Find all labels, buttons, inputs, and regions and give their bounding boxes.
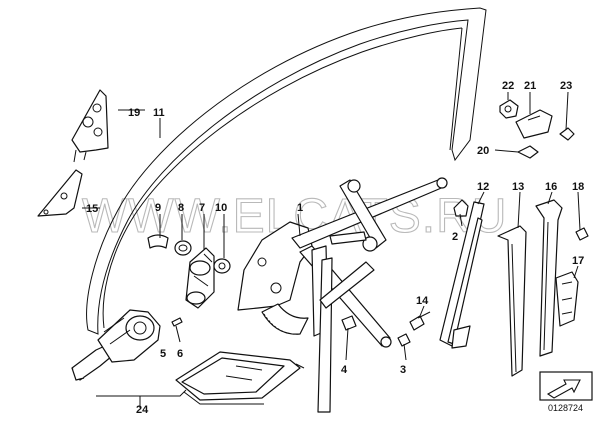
window-motor xyxy=(71,309,161,381)
callout-13: 13 xyxy=(512,181,524,193)
callout-4: 4 xyxy=(341,364,348,376)
orientation-box xyxy=(539,371,593,401)
lock-bracket-17 xyxy=(555,271,579,327)
callout-7: 7 xyxy=(199,202,205,214)
leader-lines xyxy=(82,91,581,408)
callout-11: 11 xyxy=(153,107,165,119)
cable-drive-part-7 xyxy=(185,247,215,309)
window-regulator xyxy=(237,177,448,413)
callout-5: 5 xyxy=(160,348,166,360)
callout-10: 10 xyxy=(215,202,227,214)
clip-part-2 xyxy=(453,199,469,217)
control-module xyxy=(175,351,305,405)
callout-12: 12 xyxy=(477,181,489,193)
bolt-part-3 xyxy=(397,333,411,347)
clip-part-9 xyxy=(147,234,169,249)
bushing-part-10 xyxy=(213,258,231,274)
callouts: 1 2 3 4 5 6 7 8 9 10 11 12 13 14 15 16 1… xyxy=(86,80,584,416)
clip-part-20 xyxy=(517,145,539,159)
roller-part-8 xyxy=(174,240,192,256)
callout-18: 18 xyxy=(572,181,584,193)
window-frame-seal xyxy=(86,7,487,335)
screw-part-6 xyxy=(171,317,183,327)
callout-22: 22 xyxy=(502,80,514,92)
guide-rail-12 xyxy=(439,201,485,349)
callout-2: 2 xyxy=(452,231,458,243)
bracket-part-21 xyxy=(515,109,553,139)
callout-21: 21 xyxy=(524,80,536,92)
guide-rail-13 xyxy=(497,225,527,377)
screw-part-18 xyxy=(575,227,589,241)
callout-16: 16 xyxy=(545,181,557,193)
callout-9: 9 xyxy=(155,202,161,214)
callout-17: 17 xyxy=(572,255,584,267)
nut-part-22 xyxy=(499,99,519,119)
corner-trim-triangle xyxy=(37,169,83,217)
diagram-code: 0128724 xyxy=(548,403,583,413)
guide-rail-16 xyxy=(535,199,563,357)
callout-19: 19 xyxy=(128,107,140,119)
callout-20: 20 xyxy=(477,145,489,157)
callout-3: 3 xyxy=(400,364,406,376)
callout-1: 1 xyxy=(297,202,303,214)
screw-part-23 xyxy=(559,127,575,141)
callout-14: 14 xyxy=(416,295,429,307)
bolt-part-14 xyxy=(409,311,431,331)
bracket-part-4 xyxy=(341,315,357,331)
callout-8: 8 xyxy=(178,202,184,214)
arrow-icon xyxy=(546,379,581,399)
callout-15: 15 xyxy=(86,203,98,215)
mirror-triangle-upper xyxy=(71,89,109,163)
callout-24: 24 xyxy=(136,404,149,416)
callout-23: 23 xyxy=(560,80,572,92)
callout-6: 6 xyxy=(177,348,183,360)
